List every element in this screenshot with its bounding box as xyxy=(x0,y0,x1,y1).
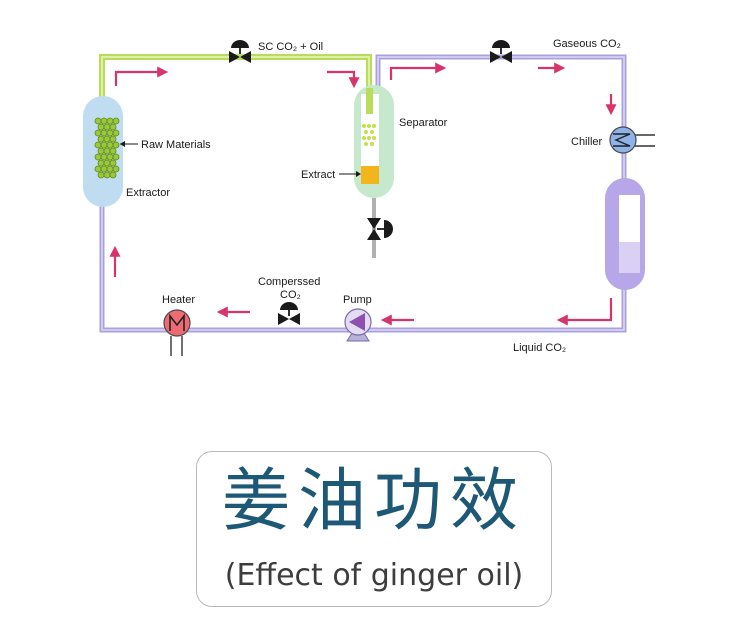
co2-extraction-diagram: SC CO₂ + Oil Gaseous CO₂ Raw Materials E… xyxy=(83,38,655,356)
flow-arrow xyxy=(389,62,447,80)
flow-arrows xyxy=(109,62,617,326)
label-raw-materials: Raw Materials xyxy=(141,139,211,151)
label-gaseous-co2: Gaseous CO₂ xyxy=(553,38,621,50)
valve-icon xyxy=(229,40,251,63)
label-pump: Pump xyxy=(343,294,372,306)
green-pipe-inner xyxy=(101,56,370,98)
caption-subtitle: (Effect of ginger oil) xyxy=(224,558,524,593)
green-pipe xyxy=(99,54,372,98)
pump-icon xyxy=(344,308,372,342)
label-compressed-line2: CO₂ xyxy=(280,289,301,301)
label-sc-co2-oil: SC CO₂ + Oil xyxy=(258,41,323,53)
extract-fill xyxy=(361,166,379,184)
caption-title: 姜油功效 xyxy=(221,462,526,541)
chiller-icon xyxy=(609,126,655,154)
label-liquid-co2: Liquid CO₂ xyxy=(513,342,566,354)
flow-arrow xyxy=(327,70,360,89)
separator-vessel xyxy=(339,85,394,198)
label-heater: Heater xyxy=(162,294,195,306)
label-extract: Extract xyxy=(301,169,335,181)
valve-icon xyxy=(490,40,512,63)
flow-arrow xyxy=(114,66,169,86)
heater-icon xyxy=(163,309,191,356)
raw-materials-pellets xyxy=(94,117,120,179)
drain-valve-icon xyxy=(367,218,393,240)
label-extractor: Extractor xyxy=(126,187,170,199)
liquid-co2-tank xyxy=(605,178,645,290)
valve-icon xyxy=(278,302,300,325)
extractor-vessel xyxy=(83,96,138,207)
oil-droplets xyxy=(362,124,376,146)
label-compressed-line1: Comperssed xyxy=(258,276,320,288)
label-separator: Separator xyxy=(399,117,448,129)
caption-box: 姜油功效 (Effect of ginger oil) xyxy=(196,451,552,607)
label-chiller: Chiller xyxy=(571,136,603,148)
flow-arrow xyxy=(556,298,613,326)
